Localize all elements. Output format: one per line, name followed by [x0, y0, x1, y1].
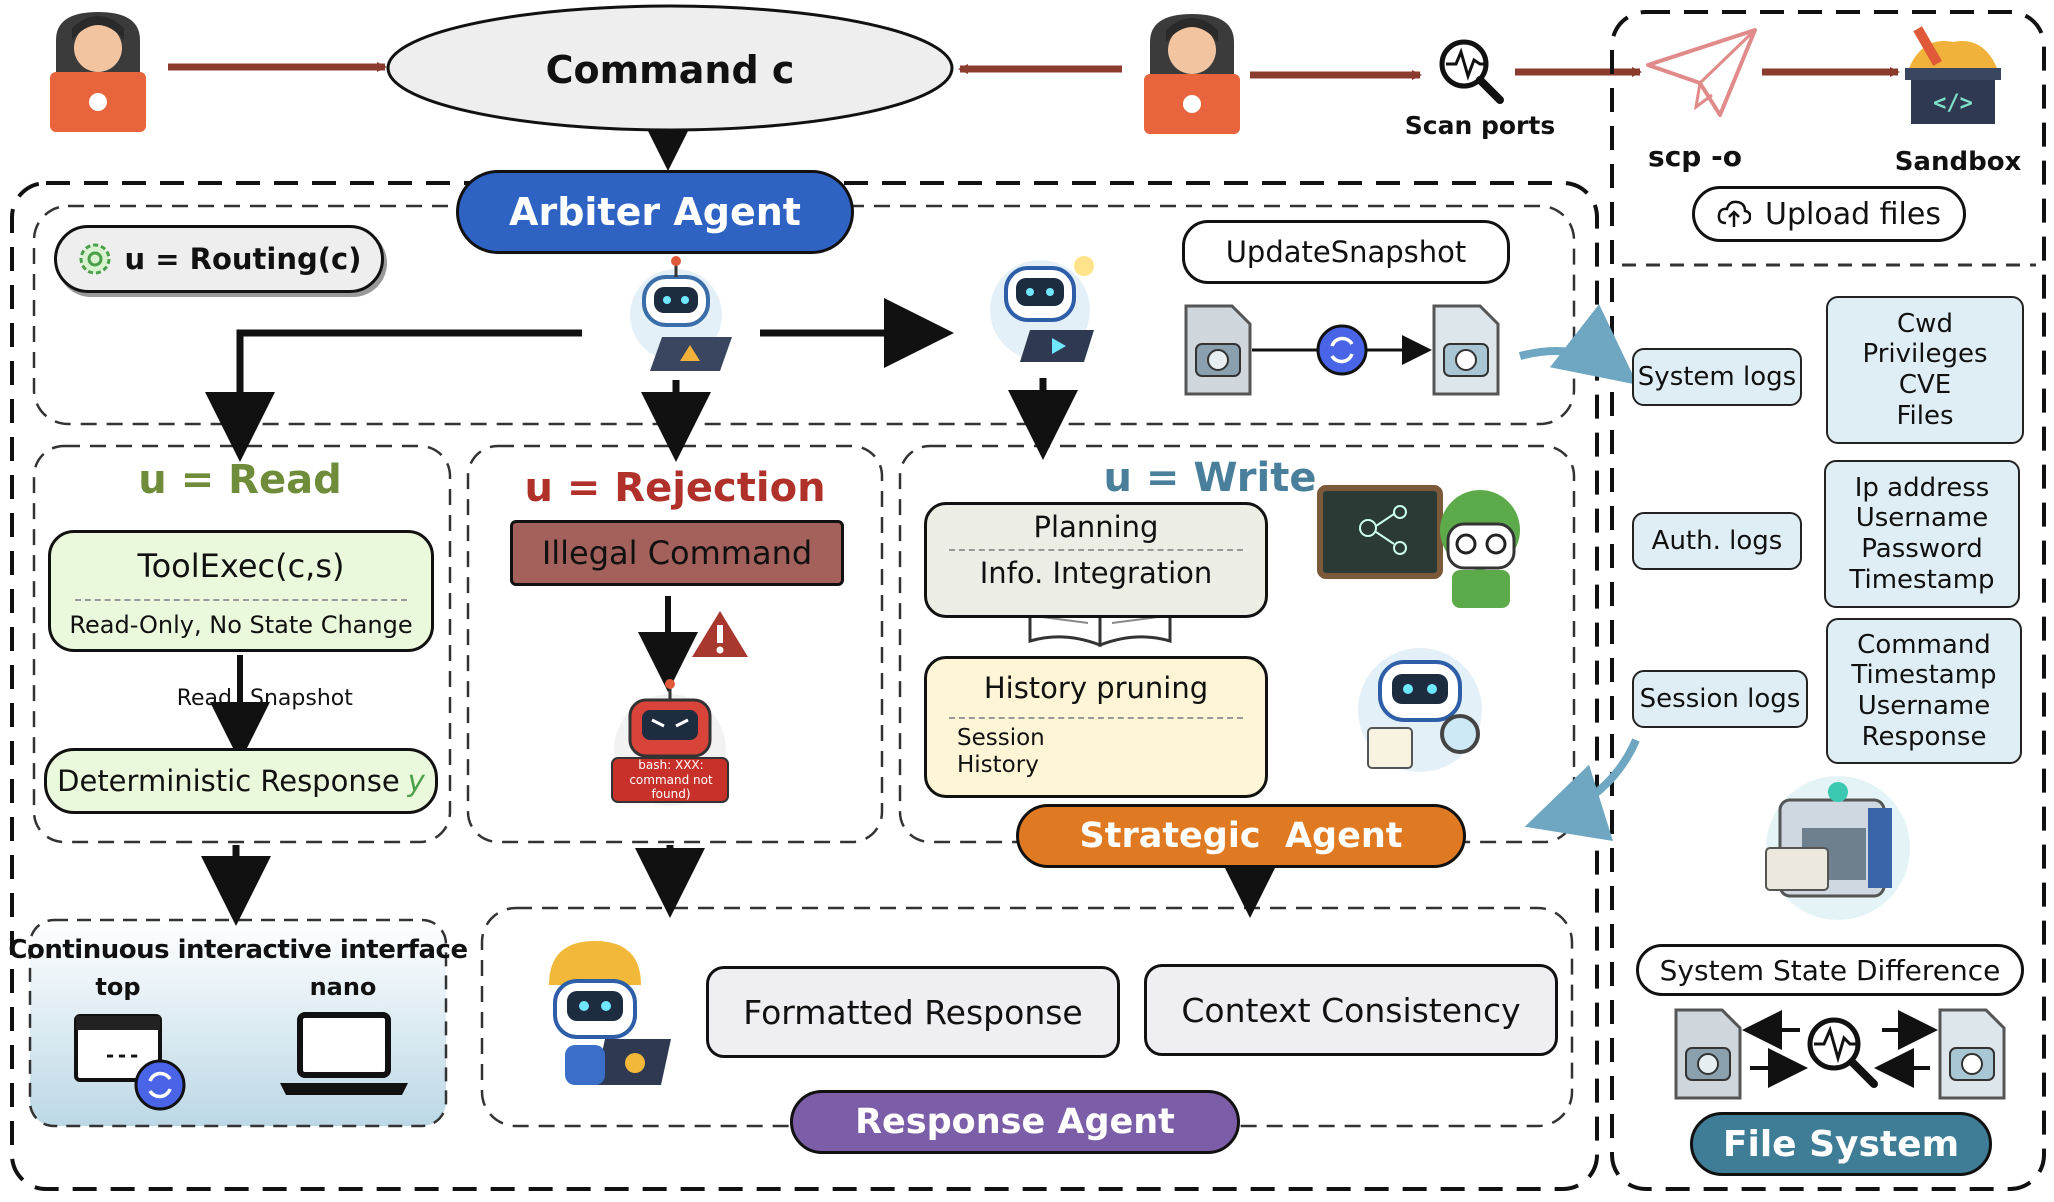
routing-pill: u = Routing(c): [54, 225, 384, 293]
strategic-agent-badge: Strategic Agent: [1016, 804, 1466, 868]
snapshot-file-icon: [1674, 1008, 1742, 1100]
log-fields-session: Command Timestamp Username Response: [1826, 618, 2022, 764]
route-read-arrow: [205, 329, 582, 462]
log-field: Username: [1857, 691, 1991, 721]
routing-arrows: [205, 298, 1078, 462]
info-integration-label: Info. Integration: [979, 556, 1213, 590]
read-region: [32, 444, 452, 844]
rejection-region: [466, 444, 884, 844]
file-system-badge: File System: [1690, 1112, 1992, 1176]
robot-icon: [1317, 485, 1520, 608]
write-region: [898, 444, 1576, 844]
log-field: Command: [1857, 629, 1991, 660]
session-label: Session: [957, 725, 1045, 751]
log-field: Timestamp: [1851, 660, 1997, 691]
upload-files-label: Upload files: [1765, 196, 1941, 232]
sync-icon: [1316, 324, 1368, 376]
robot-icon: [630, 256, 732, 371]
toolexec-label: ToolExec(c,s): [137, 547, 345, 585]
snapshot-file-icon: [1432, 304, 1500, 396]
robot-icon: [611, 679, 729, 806]
state-difference-box: System State Difference: [1636, 944, 2024, 996]
logs-to-strategic-arrow: [1524, 738, 1640, 841]
paper-plane-icon: [1646, 28, 1757, 117]
log-fields-auth: Ip address Username Password Timestamp: [1824, 460, 2020, 608]
magnifier-pulse-icon: [1807, 1017, 1878, 1088]
top-arrows: [168, 62, 1900, 80]
history-pruning-box: History pruning Session History: [924, 656, 1268, 798]
sandbox-bucket-icon: </>: [1905, 26, 2001, 124]
write-title: u = Write: [1103, 455, 1317, 501]
arbiter-agent-badge: Arbiter Agent: [456, 170, 854, 254]
snapshot-edge-label: Snapshot: [250, 685, 353, 711]
log-field: Ip address: [1854, 472, 1990, 503]
formatted-response-box: Formatted Response: [706, 966, 1120, 1058]
response-agent-badge: Response Agent: [790, 1090, 1240, 1154]
read-title: u = Read: [138, 457, 342, 503]
hacker-icon: [50, 12, 146, 132]
svg-text:</>: </>: [1933, 91, 1973, 116]
context-consistency-box: Context Consistency: [1144, 964, 1558, 1056]
log-field: Username: [1855, 503, 1989, 534]
toolexec-box: ToolExec(c,s) Read-Only, No State Change: [48, 530, 434, 652]
scp-label: scp -o: [1648, 139, 1742, 173]
command-label: Command c: [545, 48, 795, 92]
sync-icon: [134, 1059, 186, 1111]
top-label: top: [95, 973, 141, 1001]
magnifier-pulse-icon: [1439, 39, 1504, 104]
snapshot-to-logs-arrow: [1518, 304, 1638, 385]
log-name-auth: Auth. logs: [1632, 512, 1802, 570]
toolexec-sub: Read-Only, No State Change: [69, 611, 413, 639]
planning-label: Planning: [1033, 510, 1159, 544]
scan-ports-label: Scan ports: [1404, 110, 1556, 140]
bottom-arrows: [201, 845, 1285, 926]
log-field: Password: [1861, 534, 1983, 564]
history-label: History: [957, 752, 1039, 779]
interface-title: Continuous interactive interface: [8, 935, 468, 965]
nano-label: nano: [309, 973, 377, 1001]
robot-icon: [549, 941, 671, 1085]
log-field: Response: [1861, 721, 1987, 752]
gear-icon: [79, 243, 111, 275]
read-edge-label: Read: [176, 685, 232, 711]
log-field: Timestamp: [1849, 564, 1995, 595]
snapshot-file-icon: [1184, 304, 1252, 396]
illegal-command-box: Illegal Command: [510, 520, 844, 586]
sandbox-label: Sandbox: [1894, 147, 2022, 177]
warning-icon: [692, 611, 748, 657]
planning-box: Planning Info. Integration: [924, 502, 1268, 618]
hacker-icon: [1144, 14, 1240, 134]
log-field: Cwd: [1897, 308, 1953, 339]
svg-text:---: ---: [104, 1043, 140, 1067]
snapshot-file-icon: [1938, 1008, 2006, 1100]
routing-label: u = Routing(c): [124, 242, 362, 276]
main-container: [10, 181, 1599, 1191]
diff-arrows: [1742, 1010, 1938, 1088]
upload-files-button[interactable]: Upload files: [1692, 186, 1966, 242]
filesystem-container: [1610, 10, 2046, 1191]
det-response-label: Deterministic Response: [57, 764, 400, 798]
log-fields-system: Cwd Privileges CVE Files: [1826, 296, 2024, 444]
det-response-symbol: y: [407, 764, 425, 798]
log-name-system: System logs: [1632, 348, 1802, 406]
log-field: Privileges: [1862, 339, 1988, 370]
terminal-window-icon: ---: [74, 1014, 162, 1082]
log-name-session: Session logs: [1632, 670, 1808, 728]
update-snapshot-box: UpdateSnapshot: [1182, 220, 1510, 284]
response-region: [480, 906, 1574, 1128]
robot-icon: [990, 256, 1094, 362]
log-field: Files: [1896, 400, 1954, 431]
sign-text: bash: XXX: command not found): [629, 758, 713, 802]
laptop-icon: [280, 1012, 408, 1095]
cloud-upload-icon: [1717, 200, 1751, 227]
history-pruning-label: History pruning: [983, 671, 1209, 705]
server-box-icon: [1765, 776, 1910, 920]
deterministic-response-box: Deterministic Response y: [44, 748, 438, 814]
log-field: CVE: [1898, 370, 1952, 400]
rejection-title: u = Rejection: [524, 465, 826, 511]
robot-icon: [1358, 648, 1482, 772]
error-sign-text: bash: XXX: command not found): [629, 758, 713, 802]
